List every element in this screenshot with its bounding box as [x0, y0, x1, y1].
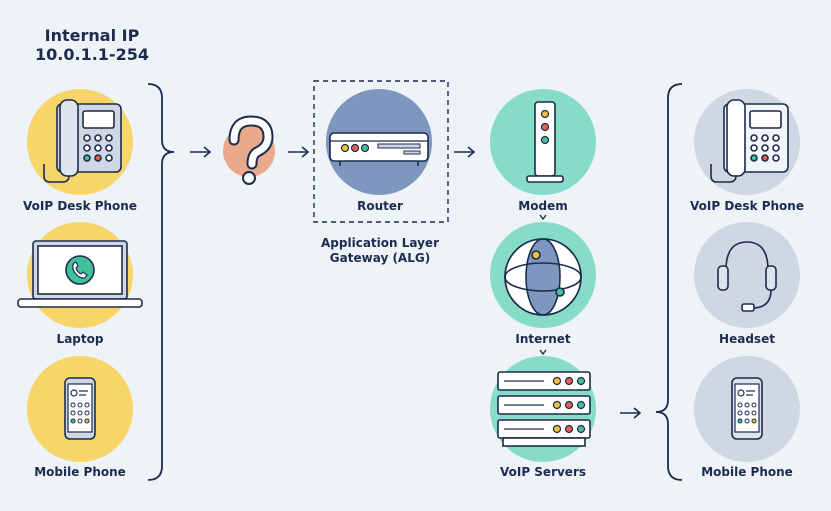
- globe-icon: [504, 238, 582, 316]
- internal-ip-heading: Internal IP: [44, 26, 140, 45]
- internal-ip-title: Internal IP 10.0.1.1-254: [22, 26, 162, 64]
- arrow-to-question: [190, 146, 212, 158]
- headset-icon: [717, 241, 777, 312]
- internet-label: Internet: [515, 332, 571, 346]
- chevron-internet-servers: [539, 349, 547, 356]
- arrow-to-right-devices: [620, 407, 642, 419]
- router-icon: [329, 132, 429, 166]
- servers-label: VoIP Servers: [499, 465, 587, 479]
- desk-phone-icon: [43, 99, 122, 183]
- alg-label-line1: Application Layer: [321, 236, 439, 250]
- arrow-to-router: [288, 146, 310, 158]
- right-mobile-label: Mobile Phone: [701, 465, 793, 479]
- mobile-phone-icon: [731, 377, 763, 440]
- alg-label: Application Layer Gateway (ALG): [321, 236, 439, 266]
- arrow-to-modem: [454, 146, 476, 158]
- mobile-phone-icon: [64, 377, 96, 440]
- left-brace: [147, 83, 175, 481]
- laptop-icon: [17, 240, 143, 308]
- server-rack-icon: [497, 371, 591, 447]
- internal-ip-range: 10.0.1.1-254: [35, 45, 149, 64]
- modem-icon: [526, 101, 564, 183]
- laptop-label: Laptop: [56, 332, 104, 346]
- desk-phone-icon: [710, 99, 789, 183]
- headset-label: Headset: [719, 332, 775, 346]
- question-mark-icon: [228, 115, 274, 185]
- alg-label-line2: Gateway (ALG): [329, 251, 431, 265]
- right-brace: [655, 83, 683, 481]
- right-desk-phone-label: VoIP Desk Phone: [690, 199, 804, 213]
- left-desk-phone-label: VoIP Desk Phone: [23, 199, 137, 213]
- router-label: Router: [357, 199, 403, 213]
- modem-label: Modem: [518, 199, 568, 213]
- left-mobile-label: Mobile Phone: [34, 465, 126, 479]
- alg-dashed-box: [313, 80, 449, 223]
- chevron-modem-internet: [539, 214, 547, 221]
